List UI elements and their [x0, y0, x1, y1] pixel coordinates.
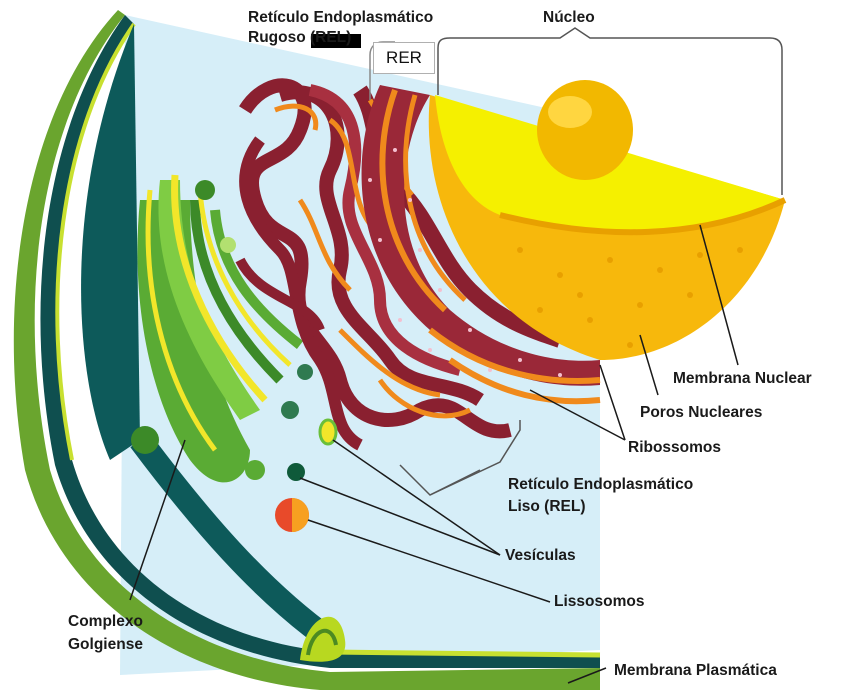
label-membrana-nuclear: Membrana Nuclear	[673, 369, 812, 388]
label-nucleo: Núcleo	[543, 8, 595, 27]
label-rer-title-2: Rugoso (REL)	[248, 28, 351, 47]
label-golgiense: Golgiense	[68, 635, 143, 654]
label-poros-nucleares: Poros Nucleares	[640, 403, 762, 422]
label-rer-title-1: Retículo Endoplasmático	[248, 8, 433, 27]
label-lissosomos: Lissosomos	[554, 592, 644, 611]
label-membrana-plasmatica: Membrana Plasmática	[614, 661, 777, 680]
label-ribossomos: Ribossomos	[628, 438, 721, 457]
nucleolus	[537, 80, 633, 180]
label-complexo: Complexo	[68, 612, 143, 631]
label-rel-2: Liso (REL)	[508, 497, 586, 516]
label-rel-1: Retículo Endoplasmático	[508, 475, 693, 494]
label-vesiculas: Vesículas	[505, 546, 576, 565]
rer-box-label: RER	[373, 42, 435, 74]
